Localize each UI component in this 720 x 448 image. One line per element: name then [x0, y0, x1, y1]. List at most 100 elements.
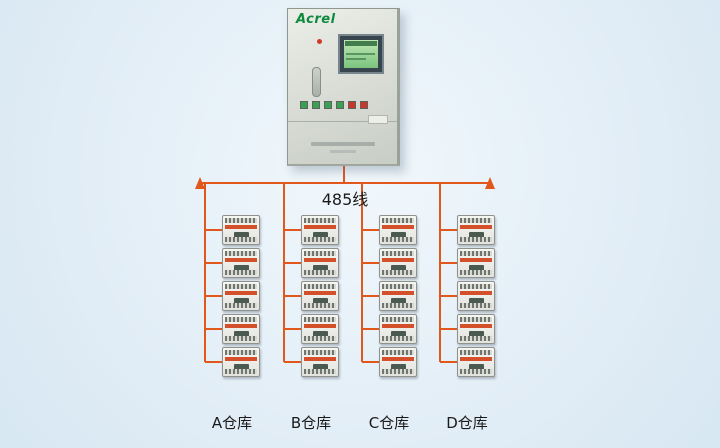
- device-display: [234, 364, 249, 370]
- terminal-strip-bottom: [304, 336, 336, 341]
- terminal-strip-top: [460, 251, 492, 256]
- terminal-strip-bottom: [382, 237, 414, 242]
- energy-meter-device: [301, 314, 339, 344]
- device-display: [391, 298, 406, 304]
- device-display: [391, 364, 406, 370]
- device-display: [313, 265, 328, 271]
- terminal-strip-top: [304, 284, 336, 289]
- nameplate-text-placeholder: [329, 150, 356, 153]
- terminal-strip-top: [304, 218, 336, 223]
- warehouse-label: B仓库: [290, 414, 332, 432]
- warehouse-label: D仓库: [446, 414, 488, 432]
- panel-button: [324, 101, 332, 109]
- device-display: [391, 331, 406, 337]
- device-accent-stripe: [225, 258, 257, 262]
- terminal-strip-top: [460, 284, 492, 289]
- warehouse-column: B仓库: [291, 215, 339, 432]
- energy-meter-device: [301, 281, 339, 311]
- cabinet-screen: [338, 34, 384, 74]
- device-stack: [301, 215, 339, 377]
- bus-label: 485线: [321, 190, 369, 209]
- terminal-strip-top: [304, 350, 336, 355]
- device-display: [313, 331, 328, 337]
- device-accent-stripe: [225, 324, 257, 328]
- device-stack: [379, 215, 417, 377]
- device-accent-stripe: [225, 291, 257, 295]
- terminal-strip-top: [382, 350, 414, 355]
- panel-button: [300, 101, 308, 109]
- energy-meter-device: [222, 314, 260, 344]
- energy-meter-device: [301, 347, 339, 377]
- terminal-strip-bottom: [225, 369, 257, 374]
- terminal-strip-bottom: [304, 237, 336, 242]
- terminal-strip-top: [225, 218, 257, 223]
- device-display: [234, 298, 249, 304]
- terminal-strip-bottom: [460, 270, 492, 275]
- energy-meter-device: [457, 281, 495, 311]
- terminal-strip-top: [304, 251, 336, 256]
- panel-slot: [312, 67, 321, 97]
- energy-meter-device: [379, 347, 417, 377]
- device-accent-stripe: [304, 258, 336, 262]
- device-display: [234, 331, 249, 337]
- panel-button: [336, 101, 344, 109]
- device-accent-stripe: [304, 357, 336, 361]
- warehouse-label: C仓库: [368, 414, 410, 432]
- energy-meter-device: [379, 248, 417, 278]
- acrel-logo: Acrel: [296, 12, 336, 27]
- energy-meter-device: [379, 281, 417, 311]
- energy-meter-device: [301, 248, 339, 278]
- terminal-strip-top: [382, 218, 414, 223]
- energy-meter-device: [301, 215, 339, 245]
- energy-meter-device: [222, 248, 260, 278]
- device-display: [469, 265, 484, 271]
- energy-meter-device: [457, 248, 495, 278]
- lcd-content-line: [346, 58, 367, 60]
- device-display: [469, 232, 484, 238]
- device-display: [469, 364, 484, 370]
- energy-meter-device: [222, 347, 260, 377]
- terminal-strip-bottom: [225, 303, 257, 308]
- terminal-strip-bottom: [382, 369, 414, 374]
- status-led: [317, 39, 322, 44]
- terminal-strip-bottom: [304, 270, 336, 275]
- terminal-strip-bottom: [382, 303, 414, 308]
- device-display: [313, 298, 328, 304]
- device-stack: [222, 215, 260, 377]
- lcd-content-line: [346, 53, 375, 55]
- energy-meter-device: [222, 281, 260, 311]
- device-accent-stripe: [460, 357, 492, 361]
- lcd-display: [344, 40, 378, 68]
- device-accent-stripe: [382, 225, 414, 229]
- warehouse-column: D仓库: [446, 215, 495, 432]
- terminal-strip-top: [382, 251, 414, 256]
- terminal-strip-bottom: [225, 237, 257, 242]
- terminal-strip-bottom: [460, 303, 492, 308]
- terminal-strip-bottom: [382, 336, 414, 341]
- device-accent-stripe: [225, 225, 257, 229]
- panel-button: [360, 101, 368, 109]
- device-accent-stripe: [382, 357, 414, 361]
- energy-meter-device: [457, 347, 495, 377]
- panel-button-row: [300, 101, 368, 109]
- terminal-strip-bottom: [225, 336, 257, 341]
- device-accent-stripe: [304, 225, 336, 229]
- device-accent-stripe: [460, 258, 492, 262]
- panel-button: [348, 101, 356, 109]
- device-accent-stripe: [225, 357, 257, 361]
- terminal-strip-bottom: [225, 270, 257, 275]
- terminal-strip-top: [460, 350, 492, 355]
- device-accent-stripe: [382, 324, 414, 328]
- device-stack: [457, 215, 495, 377]
- terminal-strip-bottom: [460, 237, 492, 242]
- cabinet-sticker: [368, 115, 388, 124]
- device-display: [469, 331, 484, 337]
- terminal-strip-bottom: [304, 303, 336, 308]
- terminal-strip-bottom: [460, 336, 492, 341]
- cabinet-door-seam: [288, 121, 397, 122]
- energy-meter-device: [379, 314, 417, 344]
- terminal-strip-bottom: [460, 369, 492, 374]
- device-accent-stripe: [304, 291, 336, 295]
- panel-button: [312, 101, 320, 109]
